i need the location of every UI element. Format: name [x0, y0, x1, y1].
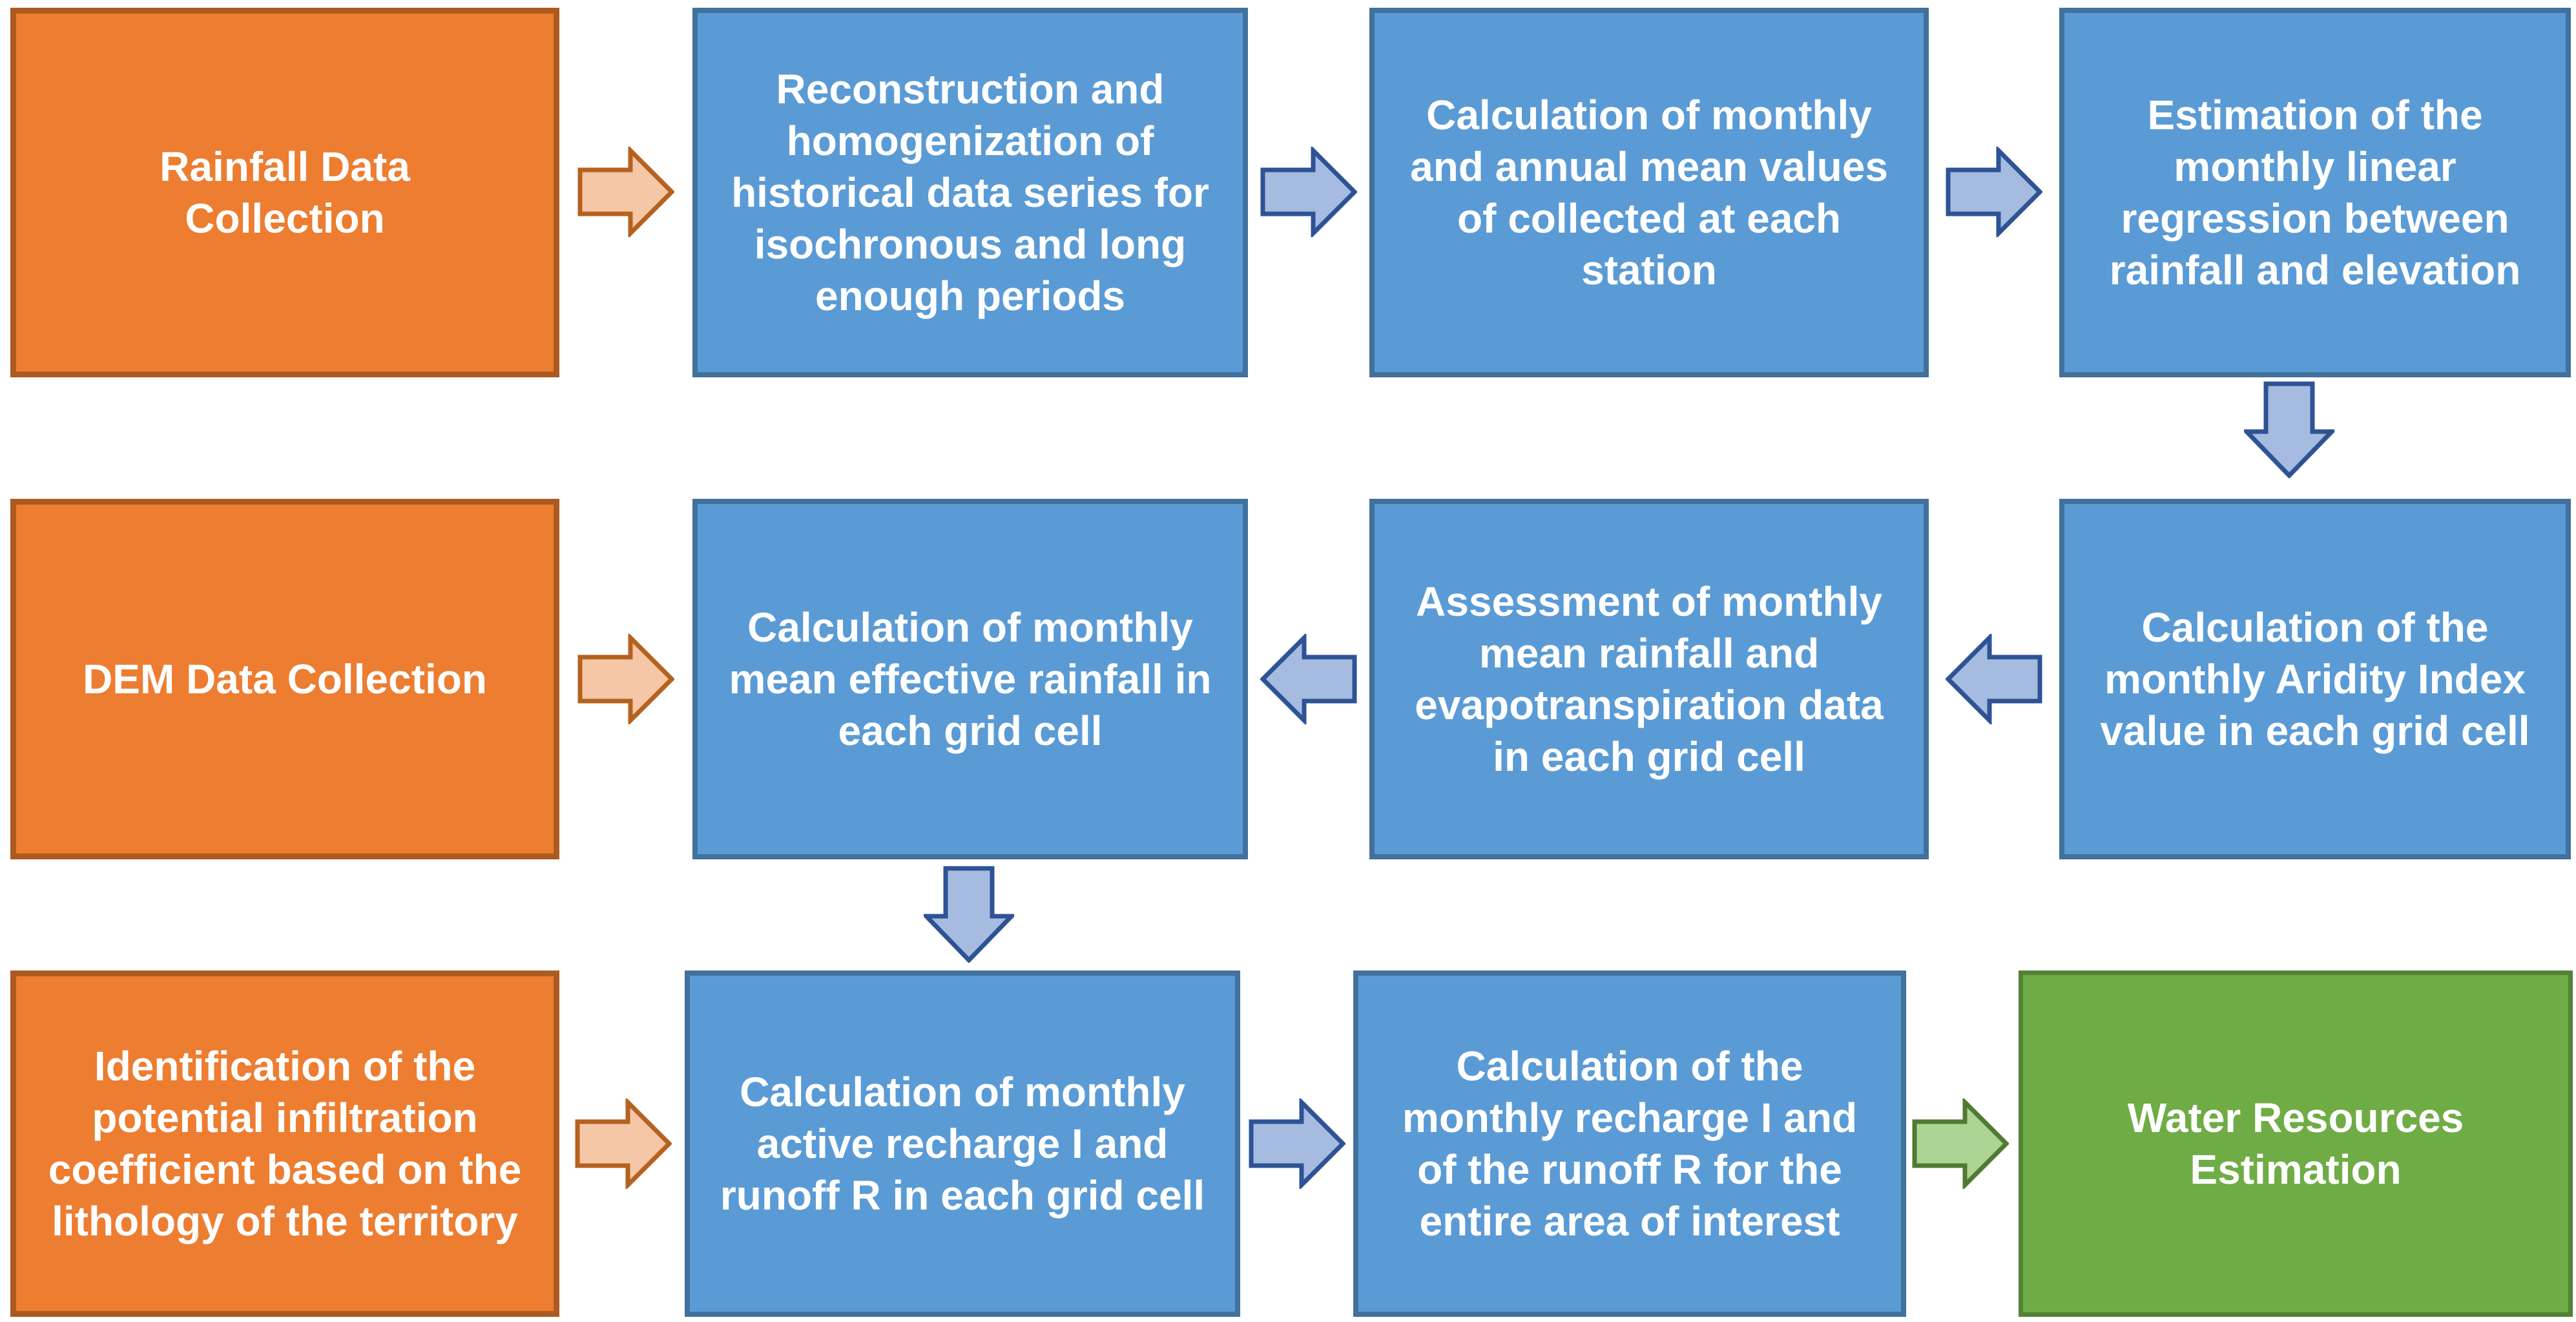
node-reconstruction-homogenization: Reconstruction and homogenization of his…	[692, 8, 1248, 377]
left-arrow-icon	[1260, 634, 1357, 724]
node-water-resources-estimation: Water Resources Estimation	[2019, 971, 2573, 1317]
right-arrow-icon	[575, 1098, 672, 1189]
node-effective-rainfall-calculation: Calculation of monthly mean effective ra…	[692, 499, 1248, 859]
down-arrow-icon	[924, 866, 1014, 963]
right-arrow-icon	[1249, 1098, 1345, 1189]
node-dem-data-collection: DEM Data Collection	[10, 499, 559, 859]
right-arrow-icon	[577, 147, 674, 237]
node-rainfall-evapotranspiration-assessment: Assessment of monthly mean rainfall and …	[1369, 499, 1929, 859]
right-arrow-icon	[577, 634, 674, 724]
right-arrow-icon	[1260, 147, 1357, 237]
node-recharge-runoff-total-calculation: Calculation of the monthly recharge I an…	[1353, 971, 1906, 1317]
node-aridity-index-calculation: Calculation of the monthly Aridity Index…	[2059, 499, 2571, 859]
node-linear-regression-estimation: Estimation of the monthly linear regress…	[2059, 8, 2571, 377]
left-arrow-icon	[1946, 634, 2042, 724]
right-arrow-icon	[1912, 1098, 2009, 1189]
node-rainfall-data-collection: Rainfall Data Collection	[10, 8, 559, 377]
right-arrow-icon	[1946, 147, 2042, 237]
down-arrow-icon	[2244, 381, 2334, 478]
node-monthly-annual-mean-calculation: Calculation of monthly and annual mean v…	[1369, 8, 1929, 377]
node-active-recharge-runoff-calculation: Calculation of monthly active recharge I…	[685, 971, 1240, 1317]
node-infiltration-coefficient-identification: Identification of the potential infiltra…	[10, 971, 559, 1317]
